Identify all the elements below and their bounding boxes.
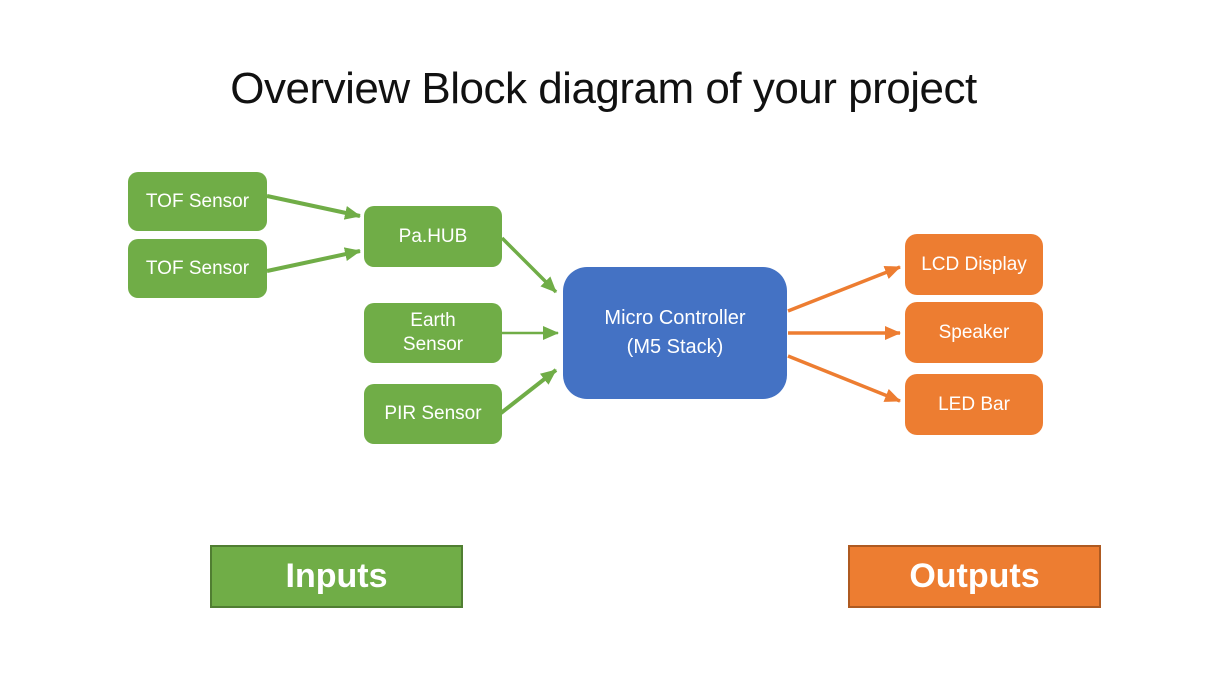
node-pir-sensor: PIR Sensor	[364, 384, 502, 444]
node-label-line2: Sensor	[402, 334, 464, 355]
node-led-bar: LED Bar	[905, 374, 1043, 435]
page-title: Overview Block diagram of your project	[230, 64, 977, 113]
node-label: TOF Sensor	[145, 190, 250, 212]
legend-inputs-label: Inputs	[285, 557, 388, 595]
node-label: PIR Sensor	[384, 403, 482, 424]
node-label-line1: Micro Controller	[604, 307, 746, 329]
node-label-line1: Earth	[410, 310, 456, 331]
arrow-tof-sensor-1-to-pa-hub	[266, 194, 361, 220]
node-lcd-display: LCD Display	[905, 234, 1043, 295]
node-label: Pa.HUB	[398, 225, 468, 247]
node-label: TOF Sensor	[145, 257, 250, 279]
legend-outputs-label: Outputs	[909, 557, 1040, 595]
node-pa-hub: Pa.HUB	[364, 206, 502, 267]
arrow-micro-controller-to-lcd-display	[787, 265, 901, 313]
arrow-pa-hub-to-micro-controller	[500, 236, 558, 294]
node-label: LED Bar	[938, 393, 1010, 415]
node-label: LCD Display	[921, 253, 1027, 275]
node-label: Speaker	[938, 321, 1010, 343]
arrow-micro-controller-to-led-bar	[787, 354, 901, 403]
legend-inputs: Inputs	[210, 545, 463, 608]
node-earth-sensor: Earth Sensor	[364, 303, 502, 363]
node-speaker: Speaker	[905, 302, 1043, 363]
node-label-line2: (M5 Stack)	[626, 336, 724, 358]
node-tof-sensor-2: TOF Sensor	[128, 239, 267, 298]
arrow-tof-sensor-2-to-pa-hub	[266, 247, 361, 273]
arrow-pir-sensor-to-micro-controller	[499, 368, 558, 415]
node-micro-controller: Micro Controller (M5 Stack)	[563, 267, 787, 399]
node-tof-sensor-1: TOF Sensor	[128, 172, 267, 231]
legend-outputs: Outputs	[848, 545, 1101, 608]
